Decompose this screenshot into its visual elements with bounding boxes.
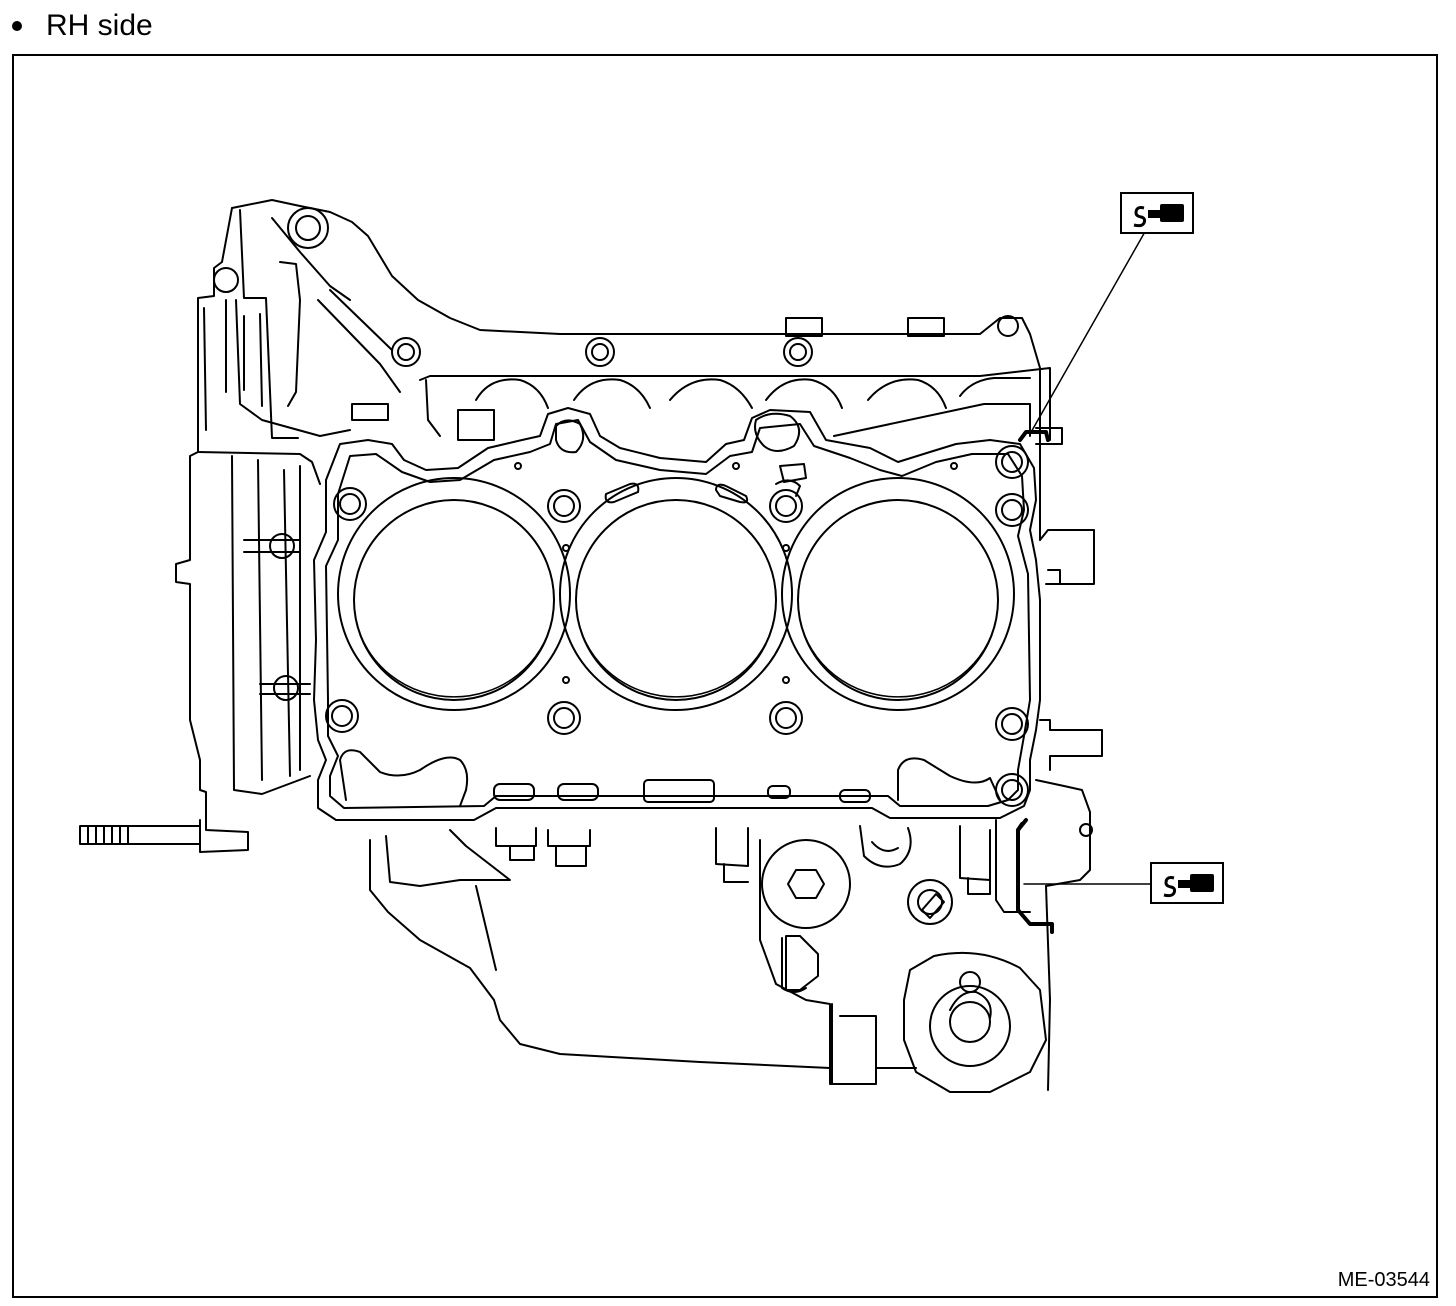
sealant-callout-bottom — [1150, 862, 1224, 904]
bullet-icon — [12, 21, 22, 31]
sealant-callout-top — [1120, 192, 1194, 234]
upper-deck — [351, 315, 1063, 541]
head-gasket — [313, 407, 1041, 821]
cylinder-bores — [337, 477, 1015, 711]
lower-crankcase — [369, 819, 1047, 1093]
liquid-gasket-icon — [1133, 204, 1184, 228]
figure-code: ME-03544 — [1337, 1269, 1430, 1291]
right-side-fittings — [1035, 529, 1103, 1091]
heading-text: RH side — [46, 9, 153, 42]
illustration-frame — [12, 54, 1438, 1298]
sealant-beads — [1016, 430, 1054, 934]
liquid-gasket-icon — [1163, 874, 1214, 898]
left-housing — [79, 199, 1041, 853]
section-heading: RH side — [10, 6, 153, 46]
leader-lines — [1023, 229, 1153, 885]
